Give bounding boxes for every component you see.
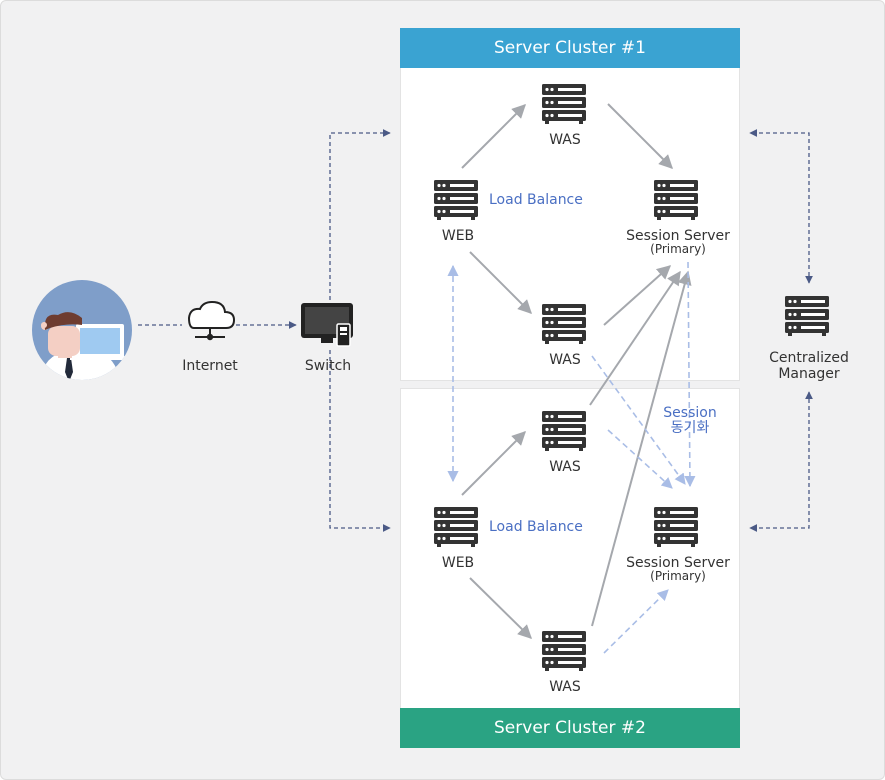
was-label: WAS [549,132,581,148]
was3-session1-arrow [589,270,681,406]
was4-session1-arrow [591,270,692,627]
web-label: WEB [441,228,475,244]
switch-cluster2-link [329,350,391,532]
session-server-role: (Primary) [650,242,706,256]
network-links [138,129,813,532]
load-balance-label: Load Balance [489,519,583,535]
switch-label: Switch [304,358,352,374]
sync-flows [447,261,696,654]
was-server-icon [542,631,586,671]
internet-label: Internet [182,358,238,374]
session-sync-label: Session [663,405,717,421]
web-label: WEB [441,555,475,571]
was2-session1-arrow [603,265,672,326]
user-avatar-icon [32,280,132,380]
web1-was2-arrow [469,251,532,314]
switch-monitor-icon [301,303,353,347]
manager-cluster1-link [749,129,813,284]
web-server-icon [434,507,478,547]
request-flows [461,103,692,639]
web2-was4-arrow [469,577,532,639]
session-server-label: Session Server [626,228,730,244]
load-balance-label: Load Balance [489,192,583,208]
was-server-icon [542,84,586,124]
web1-was1-arrow [461,104,526,169]
was-server-icon [542,411,586,451]
was-label: WAS [549,459,581,475]
session-sync-label-ko: 동기화 [670,420,710,436]
was-label: WAS [549,352,581,368]
session-server-role: (Primary) [650,569,706,583]
session-server-icon [654,507,698,547]
cluster-1-title: Server Cluster #1 [400,28,740,68]
was2-session2-dashed [591,355,686,485]
manager-server-icon [785,296,829,336]
manager-cluster2-link [749,391,813,532]
session-server-label: Session Server [626,555,730,571]
was3-session2-dashed [607,429,673,489]
internet-cloud-icon [187,300,236,341]
session-sync-arrow [684,261,696,488]
web-server-icon [434,180,478,220]
was-label: WAS [549,679,581,695]
web2-was3-arrow [461,431,526,496]
was1-session1-arrow [607,103,673,169]
was-server-icon [542,304,586,344]
was4-session2-dashed [603,589,669,654]
manager-label-line2: Manager [778,366,840,382]
cluster-2-title: Server Cluster #2 [400,708,740,748]
manager-label-line1: Centralized [769,350,849,366]
session-server-icon [654,180,698,220]
switch-cluster1-link [329,129,391,300]
